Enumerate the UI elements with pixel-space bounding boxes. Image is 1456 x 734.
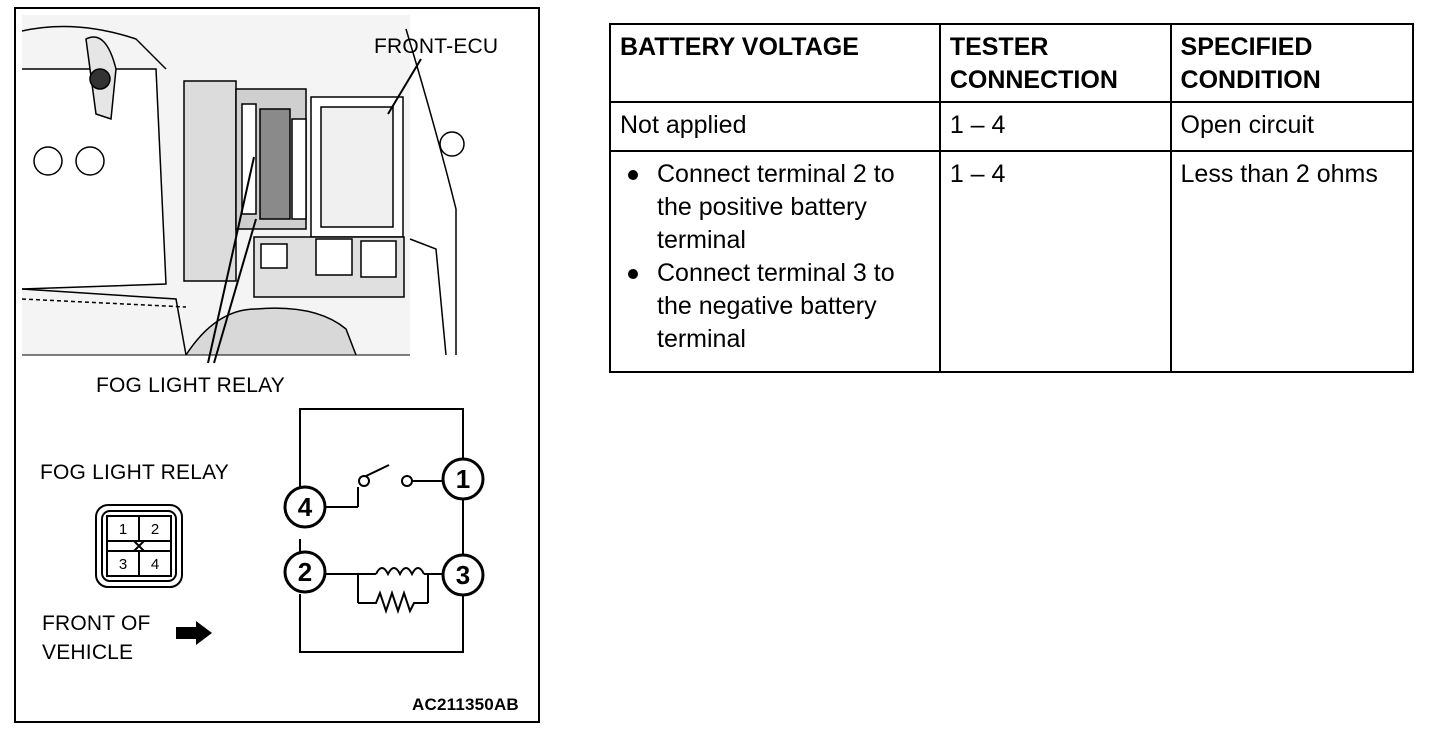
bullet-item: Connect terminal 2 to the positive batte…	[628, 158, 930, 257]
header-tester-connection-line1: TESTER	[949, 33, 1049, 61]
terminal-2-circle	[283, 550, 327, 594]
connector-pin-2: 2	[151, 521, 159, 538]
figure-code: AC211350AB	[412, 695, 519, 714]
front-ecu-leader	[387, 58, 422, 115]
terminal-1-label: 1	[456, 464, 470, 494]
cell-tester-connection: 1 – 4	[938, 150, 1172, 373]
relay-schematic	[299, 408, 464, 653]
table-header-row: BATTERY VOLTAGE TESTER CONNECTION SPECIF…	[609, 23, 1415, 103]
bullet-list: Connect terminal 2 to the positive batte…	[620, 158, 930, 356]
terminal-4-circle	[283, 485, 327, 529]
fog-light-relay-connector-label: FOG LIGHT RELAY	[40, 461, 229, 484]
header-specified-condition-line2: CONDITION	[1180, 66, 1321, 94]
cell-specified-condition: Less than 2 ohms	[1169, 150, 1415, 373]
table-row: Not applied 1 – 4 Open circuit	[609, 101, 1415, 152]
front-ecu-label: FRONT-ECU	[374, 35, 499, 58]
relay-connector	[95, 504, 183, 588]
connector-pin-4: 4	[151, 556, 159, 573]
front-of-vehicle-line2: VEHICLE	[42, 641, 134, 664]
terminal-1-circle	[441, 457, 485, 501]
terminal-3-circle	[441, 553, 485, 597]
terminal-3-label: 3	[456, 560, 470, 590]
connector-pin-1: 1	[119, 521, 127, 538]
cell-battery-voltage: Connect terminal 2 to the positive batte…	[609, 150, 941, 373]
front-of-vehicle-label: FRONT OF VEHICLE	[42, 609, 151, 667]
cell-battery-voltage: Not applied	[609, 101, 941, 152]
figure-drawing: 1 4 2 3 1 2 3 4	[21, 15, 485, 653]
engine-bay-photo	[21, 15, 465, 356]
fog-relay-leader-1	[207, 156, 255, 364]
relay-check-table: BATTERY VOLTAGE TESTER CONNECTION SPECIF…	[609, 23, 1415, 373]
fog-light-relay-photo-label: FOG LIGHT RELAY	[96, 374, 285, 397]
header-specified-condition: SPECIFIED CONDITION	[1169, 23, 1415, 103]
header-tester-connection: TESTER CONNECTION	[938, 23, 1172, 103]
relay-figure: 1 4 2 3 1 2 3 4 FRONT-ECU FOG LIGHT RELA…	[14, 7, 540, 723]
terminal-2-label: 2	[298, 557, 312, 587]
terminal-4-label: 4	[298, 492, 313, 522]
header-battery-voltage: BATTERY VOLTAGE	[609, 23, 941, 103]
header-specified-condition-line1: SPECIFIED	[1180, 33, 1313, 61]
header-battery-voltage-line1: BATTERY VOLTAGE	[620, 33, 859, 61]
cell-tester-connection: 1 – 4	[938, 101, 1172, 152]
connector-pin-3: 3	[119, 556, 127, 573]
cell-specified-condition: Open circuit	[1169, 101, 1415, 152]
fog-relay-leader-2	[213, 218, 257, 364]
bullet-item: Connect terminal 3 to the negative batte…	[628, 257, 930, 356]
arrow-right-icon	[176, 621, 212, 645]
header-tester-connection-line2: CONNECTION	[949, 66, 1118, 94]
table-row: Connect terminal 2 to the positive batte…	[609, 150, 1415, 373]
front-of-vehicle-line1: FRONT OF	[42, 612, 151, 635]
